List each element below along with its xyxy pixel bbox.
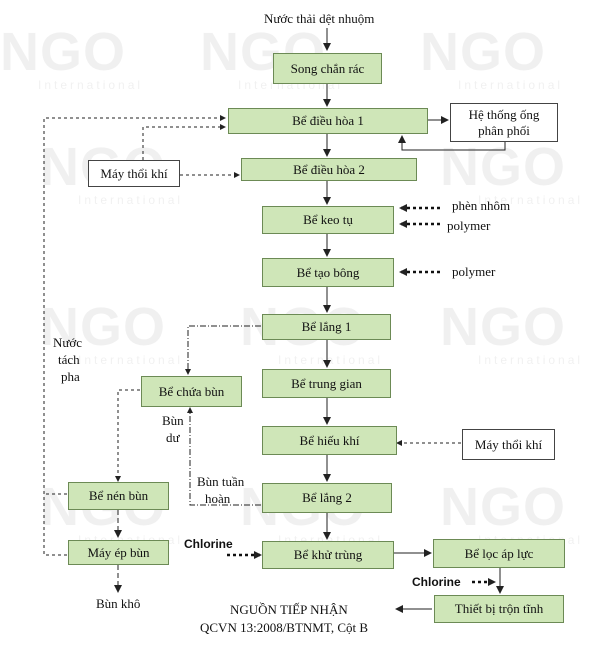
sludge-holding-tank-box: Bể chứa bùn (141, 376, 242, 407)
dried-sludge-label: Bùn khô (96, 596, 141, 611)
disinfection-tank-box: Bể khử trùng (262, 541, 394, 569)
flow-piping-return (398, 135, 506, 151)
source-label: Nước thải dệt nhuộm (264, 11, 375, 26)
separated-water-label-1: Nước (53, 335, 83, 350)
return-sludge-label-2: hoàn (205, 491, 231, 506)
chlorine-label-right: Chlorine (412, 575, 461, 589)
excess-sludge-line (185, 325, 261, 375)
return-sludge-line (187, 407, 261, 506)
alum-label: phèn nhôm (452, 198, 511, 213)
distribution-piping-box: Hệ thống ống phân phối (450, 103, 558, 142)
polymer-label-1: polymer (447, 218, 491, 233)
flocculation-tank-box: Bể tạo bông (262, 258, 394, 287)
coagulation-tank-box: Bể keo tụ (262, 206, 394, 234)
buffer-tank-box: Bể trung gian (262, 369, 391, 398)
excess-sludge-label-1: Bùn (162, 413, 184, 428)
polymer-label-2: polymer (452, 264, 496, 279)
receiving-source-label: NGUỒN TIẾP NHẬN (230, 602, 348, 617)
return-sludge-label-1: Bùn tuần (197, 474, 245, 489)
static-mixer-box: Thiết bị trộn tĩnh (434, 595, 564, 623)
regulation-label: QCVN 13:2008/BTNMT, Cột B (200, 620, 369, 635)
equalization-tank-1-box: Bể điều hòa 1 (228, 108, 428, 134)
settling-tank-1-box: Bể lắng 1 (262, 314, 391, 340)
air-blower-left-box: Máy thổi khí (88, 160, 180, 187)
settling-tank-2-box: Bể lắng 2 (262, 483, 392, 513)
return-water-to-eq1 (43, 115, 226, 556)
aerobic-tank-box: Bể hiếu khí (262, 426, 397, 455)
chlorine-label-left: Chlorine (184, 537, 233, 551)
separated-water-label-2: tách (58, 352, 80, 367)
sludge-press-box: Máy ép bùn (68, 540, 169, 565)
air-left-to-eq1 (142, 124, 226, 160)
pressure-filter-box: Bể lọc áp lực (433, 539, 565, 568)
excess-sludge-label-2: dư (166, 430, 180, 445)
sludge-tank-to-thickener (115, 389, 140, 482)
screen-box: Song chắn rác (273, 53, 382, 84)
sludge-thickener-box: Bể nén bùn (68, 482, 169, 510)
air-blower-right-box: Máy thổi khí (462, 429, 555, 460)
equalization-tank-2-box: Bể điều hòa 2 (241, 158, 417, 181)
separated-water-label-3: pha (61, 369, 80, 384)
distribution-piping-label: Hệ thống ống phân phối (468, 106, 540, 138)
